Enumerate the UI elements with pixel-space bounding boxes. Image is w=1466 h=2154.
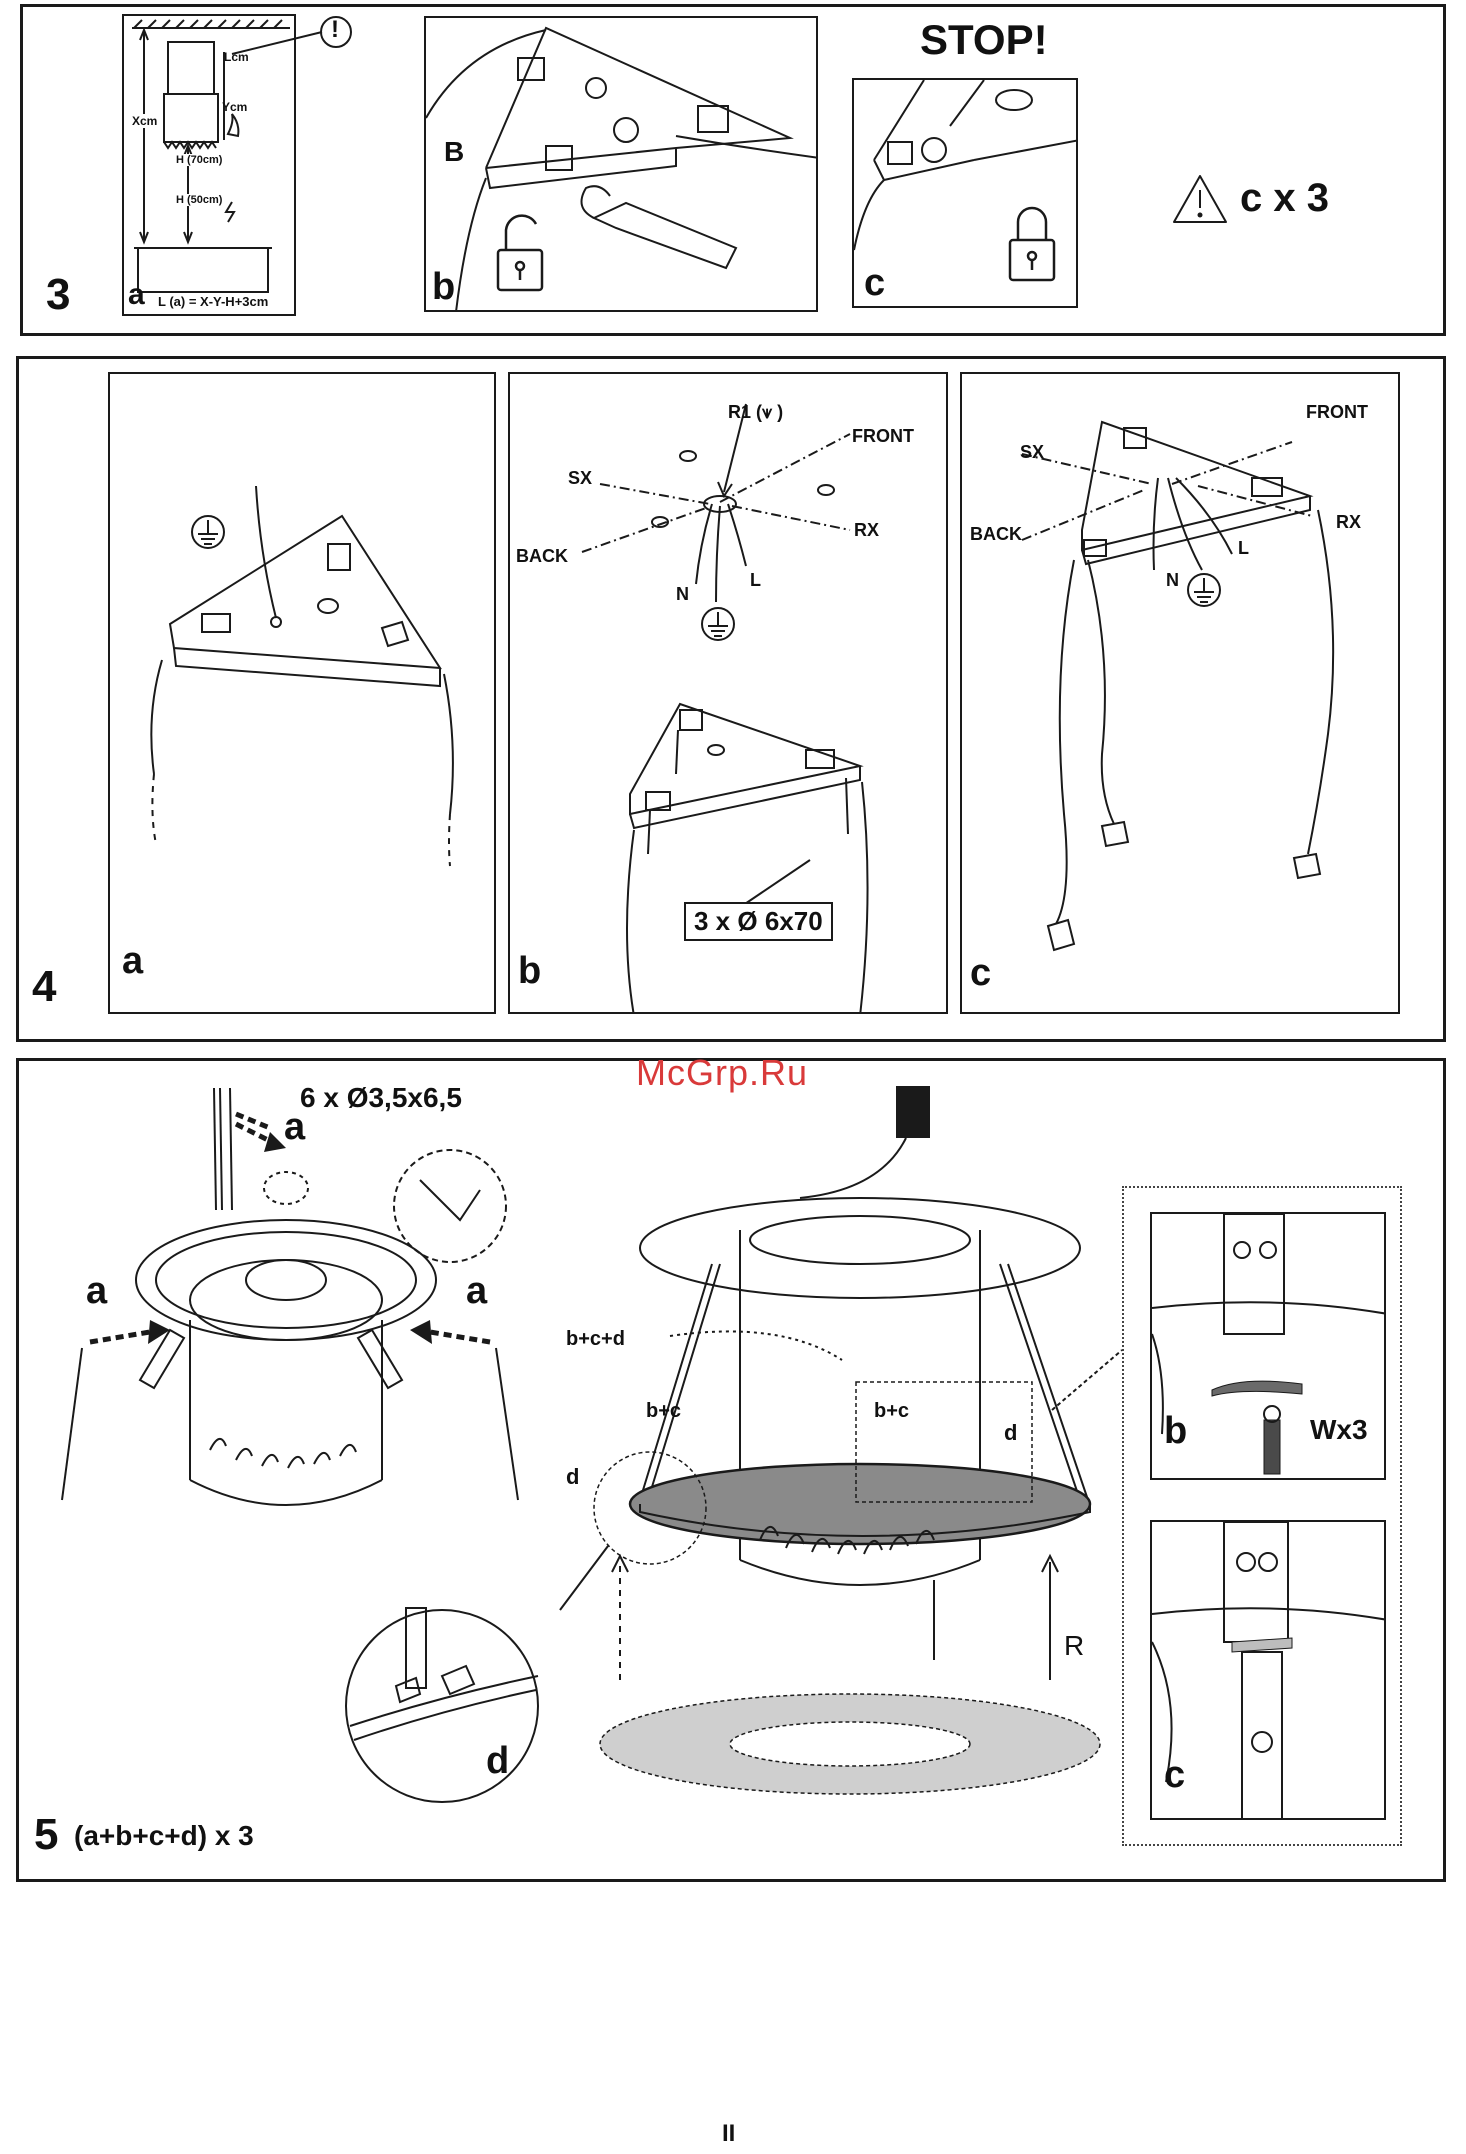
panel-label-4b: b (518, 950, 541, 993)
d-label-left: d (566, 1464, 579, 1490)
h70-label: H (70cm) (176, 154, 222, 166)
label-a-left: a (86, 1270, 107, 1313)
panel-5c: c (1150, 1520, 1386, 1820)
r1-label: R1 (⩛ ) (728, 402, 783, 423)
back-label-4b: BACK (516, 546, 568, 567)
clip-detail-c (1152, 1522, 1386, 1820)
front-label-4b: FRONT (852, 426, 914, 447)
unlocked-padlock (498, 216, 542, 290)
bc-label-left: b+c (646, 1400, 681, 1423)
mounting-bracket-illustration (110, 374, 496, 1014)
panel-3b: b B (424, 16, 818, 312)
panel-3c: c (852, 78, 1078, 308)
xcm-label: Xcm (132, 114, 157, 128)
panel-label-3a: a (128, 278, 145, 312)
step-number-5: 5 (34, 1810, 58, 1860)
panel-4c: FRONT SX RX BACK N L c (960, 372, 1400, 1014)
wx3-label: Wx3 (1310, 1414, 1368, 1446)
stop-label: STOP! (920, 16, 1048, 64)
r-label: R (1064, 1630, 1084, 1662)
back-label-4c: BACK (970, 524, 1022, 545)
detail-connector (1052, 1340, 1152, 1420)
sx-label-4c: SX (1020, 442, 1044, 463)
bc-label-box: b+c (874, 1400, 909, 1423)
label-a-top: a (284, 1106, 305, 1149)
n-label-4c: N (1166, 570, 1179, 591)
panel-4b: R1 (⩛ ) FRONT SX RX BACK N L 3 x Ø 6x70 … (508, 372, 948, 1014)
h50-label: H (50cm) (176, 194, 222, 206)
bracket-wiring-illustration (426, 18, 818, 312)
ground-symbol (192, 516, 224, 548)
screws-label-4b: 3 x Ø 6x70 (684, 902, 833, 941)
sx-label-4b: SX (568, 468, 592, 489)
detail-label-d: d (486, 1740, 509, 1783)
l-label-4c: L (1238, 538, 1249, 559)
bcd-label: b+c+d (566, 1328, 625, 1351)
d-label-box: d (1004, 1420, 1017, 1446)
panel-label-3c: c (864, 262, 885, 305)
panel-5b: Wx3 b (1150, 1212, 1386, 1480)
step-number-4: 4 (32, 962, 56, 1012)
repeat-c3: c x 3 (1240, 176, 1329, 221)
l-label-4b: L (750, 570, 761, 591)
panel-label-5c: c (1164, 1754, 1185, 1797)
panel-4a: a (108, 372, 496, 1014)
hanging-cables-illustration (962, 374, 1400, 1014)
warning-triangle-icon (1170, 172, 1230, 226)
label-a-right: a (466, 1270, 487, 1313)
locked-padlock (1010, 208, 1054, 280)
n-label-4b: N (676, 584, 689, 605)
front-label-4c: FRONT (1306, 402, 1368, 423)
repeat-abcd: (a+b+c+d) x 3 (74, 1820, 254, 1852)
hood-installation-illustration (580, 1080, 1140, 1800)
panel-label-4c: c (970, 952, 991, 995)
panel-label-5b: b (1164, 1410, 1187, 1453)
ycm-label: Ycm (222, 100, 247, 114)
rx-label-4b: RX (854, 520, 879, 541)
callout-line (222, 30, 342, 70)
panel-label-3b: b (432, 266, 455, 309)
ground-symbol (1188, 574, 1220, 606)
formula-label: L (a) = X-Y-H+3cm (158, 294, 268, 309)
rx-label-4c: RX (1336, 512, 1361, 533)
bracket-locked-illustration (854, 80, 1078, 308)
step-number-3: 3 (46, 270, 70, 320)
motor-bracket-assembly-illustration (40, 1080, 560, 1560)
detail-d-circle (342, 1606, 542, 1806)
marker-b: B (444, 136, 464, 168)
page-number: II (722, 2120, 735, 2148)
ground-symbol (702, 608, 734, 640)
panel-label-4a: a (122, 940, 143, 983)
